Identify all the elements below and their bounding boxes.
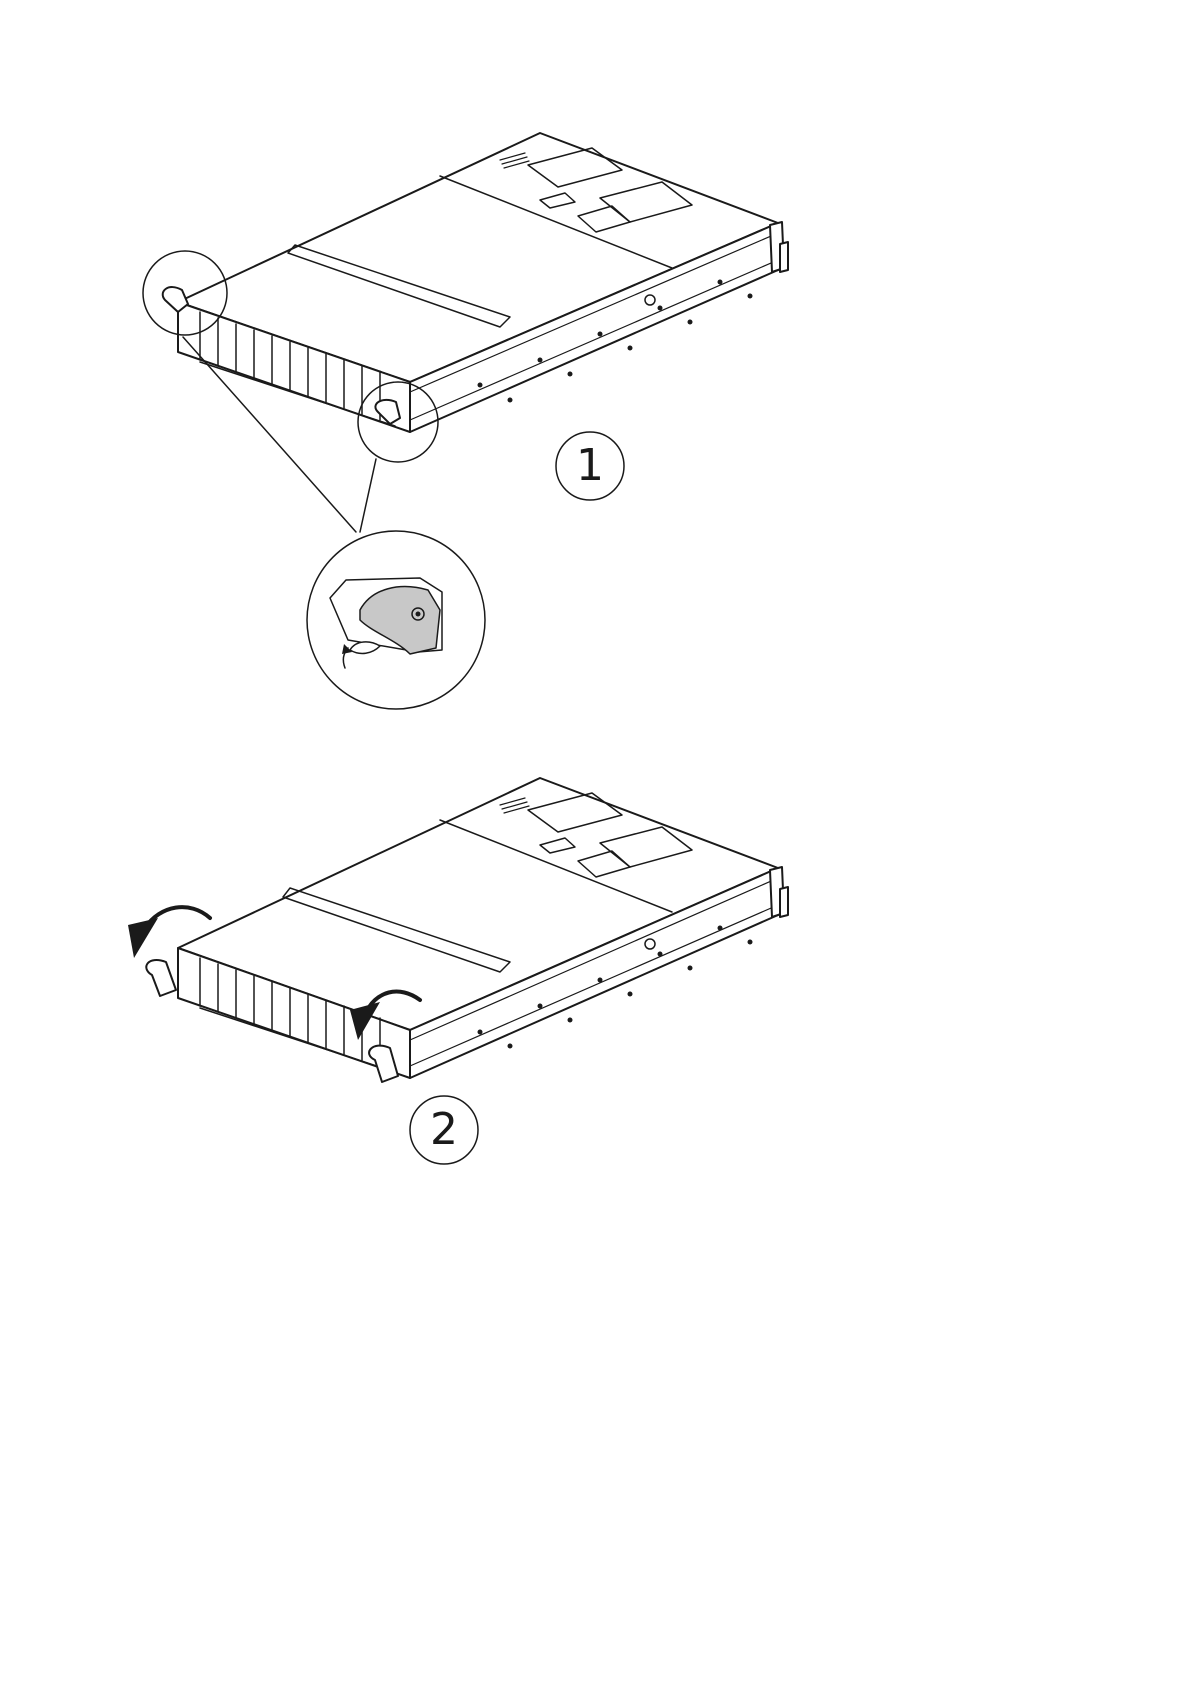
step2-server-chassis: [146, 778, 788, 1082]
step1-latch-detail: [307, 531, 485, 709]
step2-number: 2: [414, 1108, 474, 1152]
step1-number: 1: [560, 444, 620, 488]
step1-server-chassis: [163, 133, 788, 432]
